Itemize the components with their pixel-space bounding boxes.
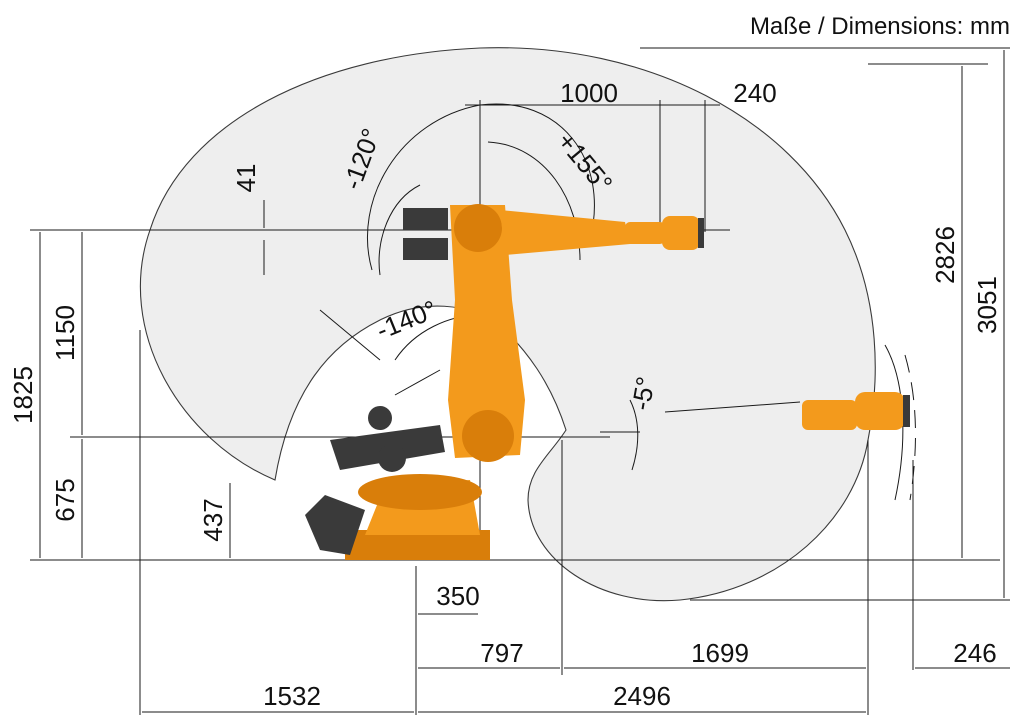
axis-motor-2: [403, 238, 448, 260]
counterbalance-motor-2: [368, 406, 392, 430]
dim-240: 240: [733, 78, 776, 108]
flange-face: [698, 218, 704, 248]
outer-envelope-arc-dash: [904, 354, 916, 501]
shoulder-joint: [462, 410, 514, 462]
dim-3051: 3051: [972, 276, 1002, 334]
dim-1699: 1699: [691, 638, 749, 668]
tool-flange: [662, 216, 700, 250]
lower-arm: [448, 205, 525, 458]
robot-arm: [305, 204, 704, 560]
units-title: Maße / Dimensions: mm: [750, 13, 1010, 40]
robot-wrist-extended: [802, 392, 910, 430]
dim-246: 246: [953, 638, 996, 668]
dim-675: 675: [50, 478, 80, 521]
counterbalance-motor: [378, 444, 406, 472]
dim-41: 41: [231, 164, 261, 193]
upper-arm: [500, 210, 630, 255]
dim-2496: 2496: [613, 681, 671, 711]
base-turret: [358, 474, 482, 510]
elbow-joint: [454, 204, 502, 252]
dim-1150: 1150: [50, 305, 80, 361]
dim-1825: 1825: [8, 366, 38, 424]
dimension-labels: 1000 240 41 1150 1825 675 437 350 797 16…: [8, 78, 1002, 711]
angle-minus-5: -5°: [625, 374, 660, 412]
dim-797: 797: [480, 638, 523, 668]
axis-motor-1: [403, 208, 448, 230]
work-envelope: [139, 47, 916, 602]
dim-350: 350: [436, 581, 479, 611]
dim-1532: 1532: [263, 681, 321, 711]
dimension-lines: [39, 50, 1010, 713]
wrist: [625, 222, 665, 244]
dim-2826: 2826: [930, 226, 960, 284]
base-motor: [305, 495, 365, 555]
dim-437: 437: [198, 498, 228, 541]
dim-1000: 1000: [560, 78, 618, 108]
